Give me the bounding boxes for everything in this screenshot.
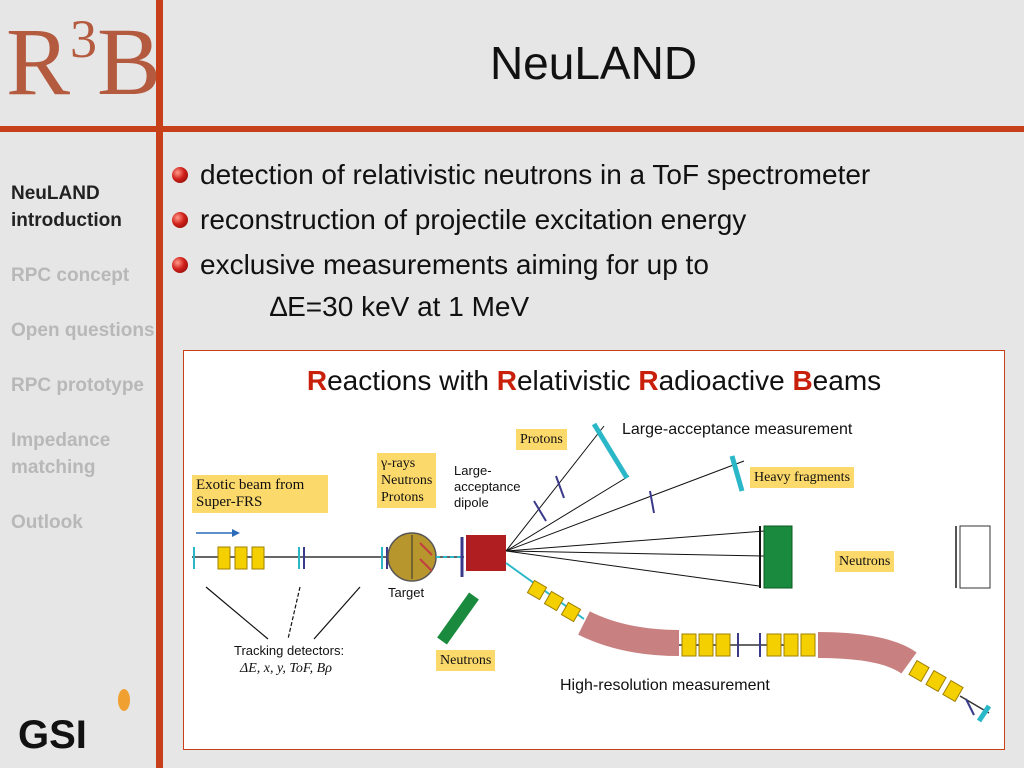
nav-item-neuland-introduction[interactable]: NeuLAND introduction: [11, 183, 122, 231]
tracking-detector: [783, 633, 799, 657]
nav-item-open-questions[interactable]: Open questions: [11, 320, 155, 341]
pointer-line: [287, 586, 301, 640]
detector-tick: [965, 698, 975, 716]
nav-item-impedance-matching[interactable]: Impedance matching: [11, 430, 111, 478]
tracking-detector: [543, 590, 565, 612]
detector-tick: [555, 475, 565, 499]
bullet-dot-icon: [172, 166, 188, 183]
tracking-detector: [766, 633, 782, 657]
gamma-label: γ-rays Neutrons Protons: [377, 453, 437, 508]
neuland-detector: [763, 525, 793, 589]
nav-item-rpc-concept[interactable]: RPC concept: [11, 265, 130, 286]
exotic-beam-label: Exotic beam from Super-FRS: [192, 475, 328, 513]
bullet-item: detection of relativistic neutrons in a …: [172, 152, 1022, 197]
sidebar-nav: NeuLAND introduction RPC concept Open qu…: [11, 180, 156, 564]
horizontal-accent-bar: [0, 126, 1024, 132]
spectrometer-magnet: [578, 611, 680, 656]
spectrometer-magnet: [817, 632, 917, 674]
neutrons-label-bottom: Neutrons: [436, 650, 496, 671]
slide-title: NeuLAND: [489, 37, 698, 89]
dipole-magnet: [466, 535, 506, 571]
beam-arrowhead-icon: [232, 529, 240, 537]
target-detail: [419, 542, 433, 556]
protons-label: Protons: [516, 429, 567, 450]
fragment-detector: [729, 455, 745, 492]
diagram-title: Reactions with Relativistic Radioactive …: [306, 365, 882, 396]
large-acceptance-label: Large-acceptance measurement: [622, 421, 853, 438]
tracking-detector: [234, 546, 248, 570]
tracking-detector: [908, 659, 930, 683]
tracking-detector: [560, 601, 582, 623]
svg-text:GSI: GSI: [18, 713, 87, 752]
far-detector: [959, 525, 991, 589]
tracking-detector: [800, 633, 816, 657]
tracking-detector: [925, 669, 947, 693]
bullet-subline: ∆E=30 keV at 1 MeV: [270, 291, 530, 322]
trajectory-line: [505, 550, 765, 557]
neutron-detector-bottom: [437, 592, 479, 645]
bullet-item: exclusive measurements aiming for up to: [172, 242, 1022, 287]
tracking-detector: [251, 546, 265, 570]
bullet-dot-icon: [172, 211, 188, 228]
end-detector: [976, 704, 992, 723]
target-detail: [419, 558, 433, 572]
trajectory-line: [505, 550, 760, 587]
pointer-line: [313, 586, 361, 640]
nav-item-rpc-prototype[interactable]: RPC prototype: [11, 375, 144, 396]
neutrons-label-right: Neutrons: [835, 551, 895, 572]
vertical-accent-bar: [156, 0, 163, 768]
tracking-detector: [698, 633, 714, 657]
bullet-dot-icon: [172, 256, 188, 273]
nav-item-outlook[interactable]: Outlook: [11, 512, 83, 533]
trajectory-line: [505, 460, 745, 552]
bullet-item: reconstruction of projectile excitation …: [172, 197, 1022, 242]
tracking-detector: [526, 579, 548, 601]
detector-tick: [649, 490, 655, 514]
tracking-detector: [942, 679, 964, 703]
trajectory-line: [505, 530, 765, 552]
diagram-graphics: [192, 422, 992, 723]
gsi-flame-icon: [118, 689, 130, 711]
setup-diagram: Reactions with Relativistic Radioactive …: [183, 350, 1005, 750]
tracking-detectors-label: Tracking detectors:: [234, 643, 345, 658]
heavy-fragments-label: Heavy fragments: [750, 467, 855, 488]
dipole-label: Large- acceptance dipole: [454, 463, 521, 510]
high-resolution-label: High-resolution measurement: [560, 677, 770, 694]
trajectory-line: [505, 475, 630, 552]
bullet-list: detection of relativistic neutrons in a …: [172, 152, 1022, 327]
tracking-detector: [681, 633, 697, 657]
proton-detector: [591, 422, 630, 480]
tracking-quantities-label: ΔE, x, y, ToF, Bρ: [240, 661, 332, 676]
tracking-detector: [217, 546, 231, 570]
tracking-detector: [715, 633, 731, 657]
pointer-line: [205, 586, 269, 640]
detector-tick: [533, 500, 547, 522]
r3b-logo: R3B: [6, 8, 162, 115]
trajectory-line: [505, 425, 605, 552]
target-label: Target: [388, 585, 425, 600]
gsi-logo: GSI: [18, 689, 130, 752]
